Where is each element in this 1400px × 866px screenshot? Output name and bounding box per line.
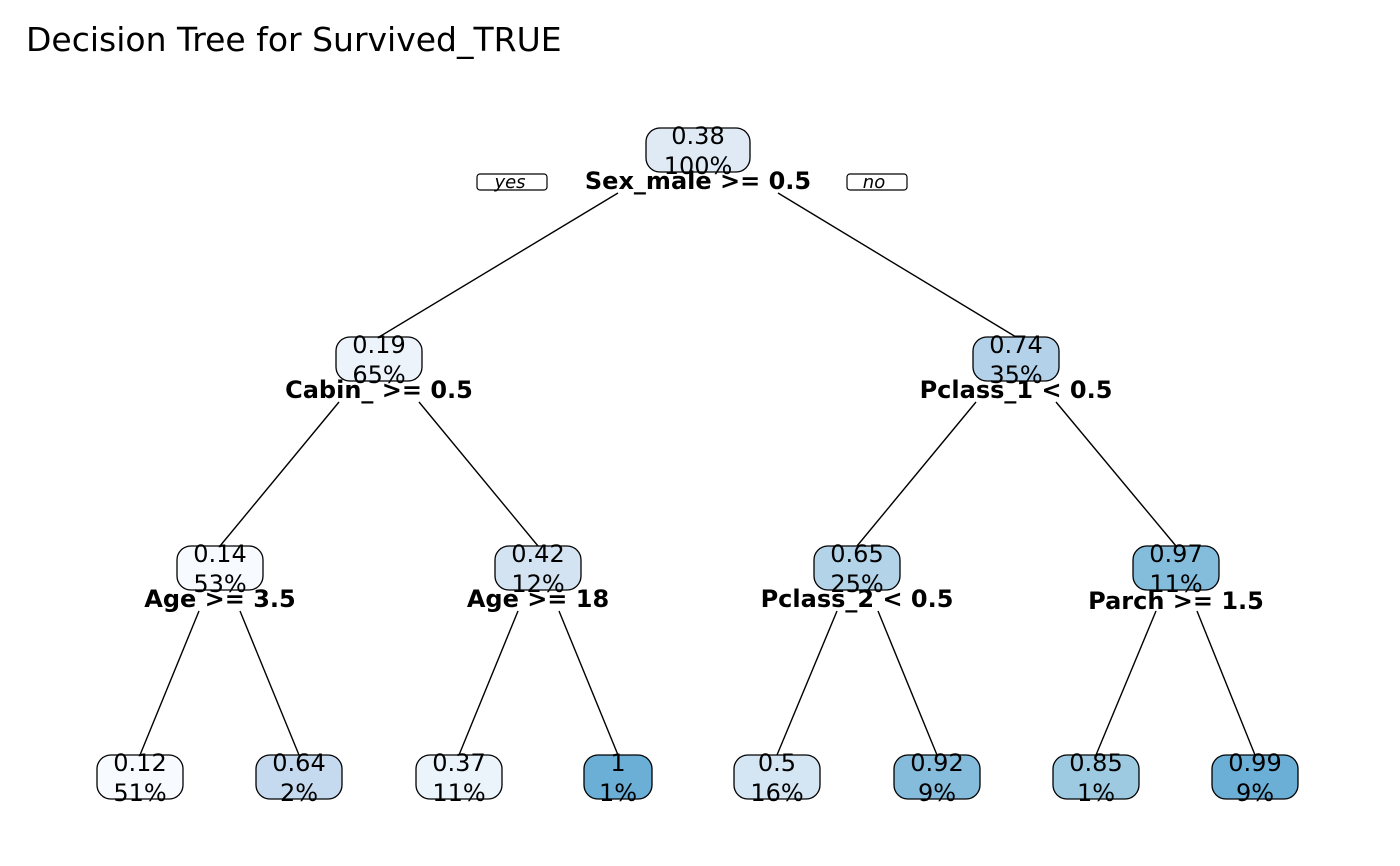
- tree-edge-9: [458, 610, 519, 756]
- node-box: [415, 754, 503, 800]
- tree-node-l8: 0.999%: [1211, 749, 1299, 807]
- node-value: 0.74: [989, 331, 1042, 359]
- chart-title: Decision Tree for Survived_TRUE: [26, 20, 562, 59]
- node-value: 0.38: [671, 122, 724, 150]
- node-box: [813, 545, 901, 591]
- tree-edge-7: [139, 610, 200, 756]
- node-percent: 16%: [750, 779, 803, 807]
- node-value: 0.37: [432, 749, 485, 777]
- node-value: 0.64: [272, 749, 325, 777]
- tree-edge-10: [558, 610, 619, 756]
- node-percent: 65%: [352, 361, 405, 389]
- node-percent: 2%: [280, 779, 318, 807]
- tree-edge-5: [856, 401, 977, 547]
- node-box: [96, 754, 184, 800]
- node-value: 1: [610, 749, 625, 777]
- node-percent: 9%: [918, 779, 956, 807]
- node-box: [733, 754, 821, 800]
- no-label-box: [846, 173, 908, 191]
- tree-edge-2: [777, 192, 1017, 338]
- tree-node-l2: 0.642%: [255, 749, 343, 807]
- node-percent: 12%: [511, 570, 564, 598]
- tree-edge-1: [378, 192, 619, 338]
- node-box: [583, 754, 653, 800]
- tree-edges: [139, 192, 1256, 756]
- node-split-rule: Cabin_ >= 0.5: [285, 376, 473, 404]
- tree-edge-8: [239, 610, 300, 756]
- node-split-rule: Sex_male >= 0.5: [585, 167, 811, 195]
- node-box: [255, 754, 343, 800]
- tree-edge-6: [1055, 401, 1177, 547]
- tree-edge-4: [418, 401, 539, 547]
- node-percent: 53%: [193, 570, 246, 598]
- node-split-rule: Age >= 3.5: [144, 585, 295, 613]
- node-percent: 9%: [1236, 779, 1274, 807]
- no-label: no: [863, 172, 885, 193]
- node-box: [893, 754, 981, 800]
- node-percent: 11%: [1149, 570, 1202, 598]
- node-value: 0.5: [758, 749, 796, 777]
- tree-edge-12: [877, 610, 938, 756]
- node-percent: 35%: [989, 361, 1042, 389]
- node-value: 0.14: [193, 540, 246, 568]
- tree-edge-3: [219, 401, 340, 547]
- node-value: 0.85: [1069, 749, 1122, 777]
- node-percent: 1%: [1077, 779, 1115, 807]
- tree-node-l4: 11%: [583, 749, 653, 807]
- node-box: [1211, 754, 1299, 800]
- tree-node-l7: 0.851%: [1052, 749, 1140, 807]
- node-box: [972, 336, 1060, 382]
- node-box: [335, 336, 423, 382]
- node-value: 0.19: [352, 331, 405, 359]
- tree-edge-11: [776, 610, 838, 756]
- tree-edge-14: [1196, 610, 1256, 756]
- node-box: [176, 545, 264, 591]
- node-percent: 100%: [664, 152, 733, 180]
- node-split-rule: Pclass_2 < 0.5: [761, 585, 954, 613]
- no-label-group: no: [846, 172, 908, 193]
- node-value: 0.92: [910, 749, 963, 777]
- node-percent: 1%: [599, 779, 637, 807]
- node-value: 0.12: [113, 749, 166, 777]
- node-value: 0.99: [1228, 749, 1281, 777]
- yes-label-group: yes: [476, 172, 548, 193]
- node-box: [1132, 545, 1220, 591]
- node-split-rule: Pclass_1 < 0.5: [920, 376, 1113, 404]
- node-percent: 51%: [113, 779, 166, 807]
- yes-label: yes: [493, 172, 525, 193]
- node-box: [1052, 754, 1140, 800]
- node-split-rule: Age >= 18: [467, 585, 609, 613]
- node-value: 0.97: [1149, 540, 1202, 568]
- tree-node-l5: 0.516%: [733, 749, 821, 807]
- node-percent: 25%: [830, 570, 883, 598]
- yes-label-box: [476, 173, 548, 191]
- node-percent: 11%: [432, 779, 485, 807]
- tree-edge-13: [1095, 610, 1157, 756]
- tree-node-l6: 0.929%: [893, 749, 981, 807]
- node-box: [494, 545, 582, 591]
- node-value: 0.42: [511, 540, 564, 568]
- node-box: [645, 127, 751, 173]
- node-value: 0.65: [830, 540, 883, 568]
- node-split-rule: Parch >= 1.5: [1088, 587, 1264, 615]
